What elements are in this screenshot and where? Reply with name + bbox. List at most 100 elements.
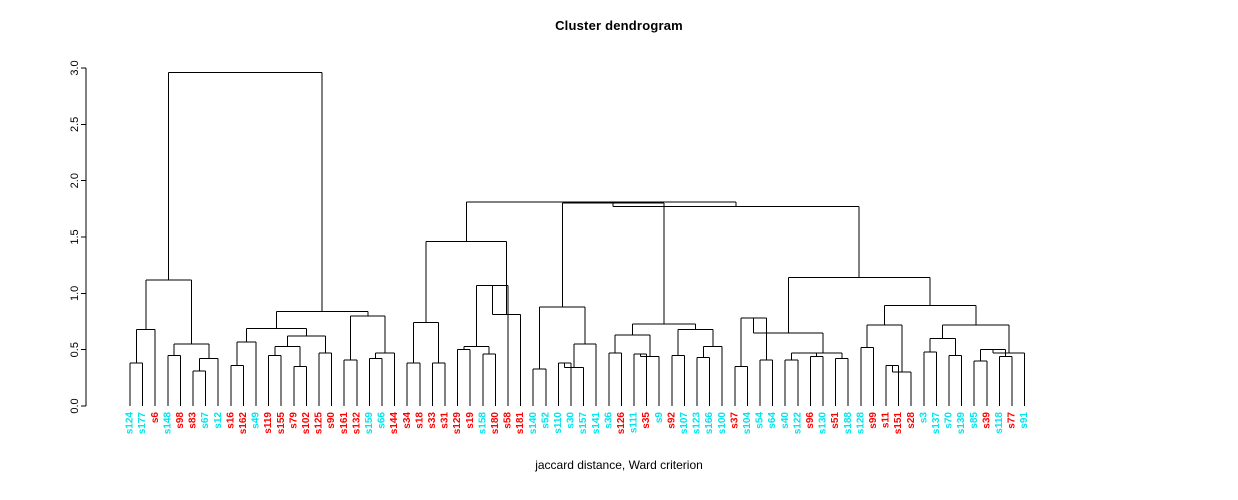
dendrogram-branch [236,341,257,406]
dendrogram-branch [929,337,956,356]
leaf-label: s157 [578,412,589,435]
dendrogram-branch [413,322,440,364]
leaf-label: s128 [855,412,866,435]
dendrogram-branch [564,363,585,406]
leaf-label: s99 [868,412,879,429]
dendrogram-branch [463,345,490,355]
dendrogram-branch [145,279,192,345]
leaf-label: s18 [414,412,425,429]
dendrogram-branch [457,349,471,406]
leaf-label: s151 [893,412,904,435]
dendrogram-branch [406,362,421,406]
y-axis-tick-label: 2.0 [69,173,81,188]
dendrogram-branch [573,343,597,406]
leaf-label: s39 [981,412,992,429]
leaf-label: s30 [566,412,577,429]
dendrogram-branch [696,357,711,406]
leaf-label: s85 [969,412,980,429]
dendrogram-branch [787,277,931,333]
dendrogram-branch [539,306,586,369]
dendrogram-branch [809,355,824,406]
dendrogram-branch [192,370,207,406]
x-axis-caption: jaccard distance, Ward criterion [535,458,703,472]
leaf-label: s177 [137,412,148,435]
leaf-label: s92 [666,412,677,429]
leaf-label: s137 [931,412,942,435]
dendrogram-branch [608,352,622,406]
leaf-label: s124 [125,412,136,435]
dendrogram-branch [734,366,748,406]
leaf-label: s31 [440,412,451,429]
y-axis: 0.00.51.01.52.02.53.0 [69,60,87,414]
dendrogram-branch [835,358,849,406]
leaf-label: s132 [351,412,362,435]
leaf-label: s16 [225,412,236,429]
leaf-label: s52 [540,412,551,429]
leaf-label: s130 [818,412,829,435]
leaf-label: s110 [553,412,564,434]
dendrogram-branch [293,366,307,406]
leaf-label: s19 [465,412,476,429]
y-axis-tick-label: 2.5 [69,117,81,132]
leaf-label: s141 [591,412,602,435]
dendrogram-branch [198,358,219,406]
leaf-label: s148 [162,412,173,435]
leaf-label: s9 [654,412,665,424]
leaf-label: s139 [956,412,967,435]
leaf-label: s162 [238,412,249,435]
leaf-label: s144 [389,412,400,435]
dendrogram-branch [633,353,648,406]
leaf-label: s51 [830,412,841,429]
dendrogram-branch [343,359,358,406]
dendrogram-branch [465,201,737,242]
leaf-label: s12 [213,412,224,429]
y-axis-tick-label: 0.5 [69,342,81,357]
dendrogram-branch [482,353,496,406]
dendrogram-branch [948,354,963,406]
dendrogram-branch [973,360,988,406]
leaf-label: s11 [881,412,892,429]
leaf-label: s123 [692,412,703,435]
leaf-label: s155 [276,412,287,435]
dendrogram-branch [784,359,799,406]
leaf-label: s83 [188,412,199,429]
dendrogram-branch [759,359,774,406]
dendrogram-branches [129,72,1026,406]
leaf-label: s104 [742,412,753,435]
dendrogram-branch [168,72,323,312]
leaf-label: s107 [679,412,690,435]
leaf-label: s111 [629,412,640,434]
leaf-label: s35 [641,412,652,429]
leaf-label: s161 [339,412,350,435]
y-axis-tick-label: 0.0 [69,398,81,413]
leaf-label: s91 [1019,412,1030,429]
dendrogram-branch [998,355,1013,406]
leaf-label: s33 [427,412,438,429]
leaf-label: s119 [263,412,274,434]
leaf-label: s70 [944,412,955,429]
dendrogram-branch [942,324,1010,354]
leaf-label: s34 [402,412,413,429]
dendrogram-branch [557,362,572,406]
dendrogram-branch [425,241,507,323]
leaf-label: s180 [490,412,501,435]
leaf-label: s140 [528,412,539,435]
dendrogram-branch [639,354,660,406]
dendrogram-branch [677,328,714,356]
page-title: Cluster dendrogram [555,18,683,33]
leaf-label: s129 [452,412,463,435]
leaf-label: s77 [1007,412,1018,429]
dendrogram-branch [129,362,144,406]
leaf-label: s40 [780,412,791,429]
leaf-label: s64 [767,412,778,429]
leaf-label: s36 [603,412,614,429]
dendrogram-branch [671,354,685,406]
leaf-label: s3 [918,412,929,424]
dendrogram-branch [883,305,977,325]
leaf-label: s90 [326,412,337,429]
y-axis-tick-label: 1.0 [69,286,81,301]
y-axis-tick-label: 1.5 [69,229,81,244]
dendrogram-branch [375,352,396,406]
